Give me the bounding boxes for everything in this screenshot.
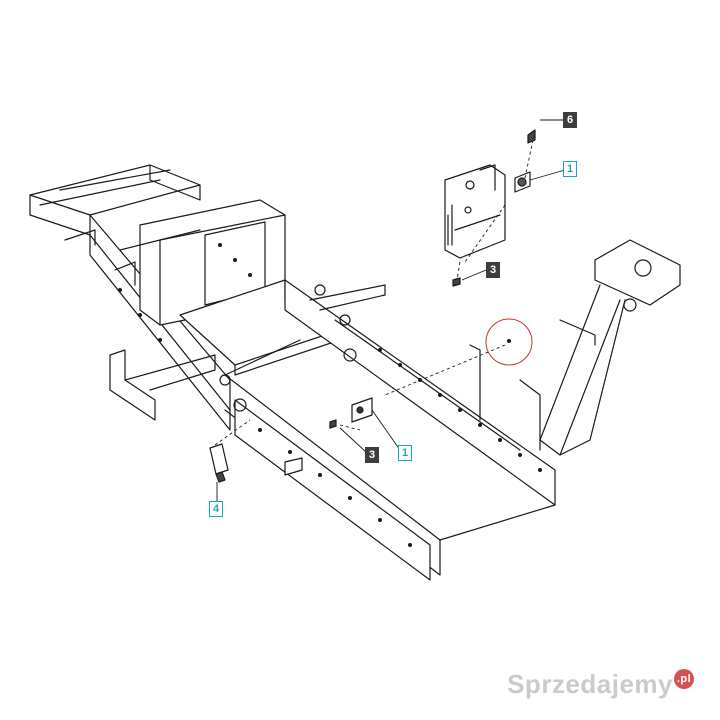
callout-1-bottom: 1 xyxy=(398,445,412,461)
clip-part xyxy=(527,129,536,144)
lower-rail xyxy=(234,399,431,581)
highlighted-hole xyxy=(507,339,511,343)
threaded-part xyxy=(284,457,303,476)
cross-tube xyxy=(309,284,386,311)
watermark-text: Sprzedajemy xyxy=(507,669,673,699)
callout-3-bottom: 3 xyxy=(365,447,379,463)
right-frame-rail xyxy=(224,279,556,576)
frame-holes xyxy=(118,243,542,547)
washer-part-top xyxy=(452,277,461,287)
left-mounting-bracket xyxy=(109,349,216,421)
callout-1-top: 1 xyxy=(563,161,577,177)
switch-part-bottom xyxy=(351,397,373,423)
leader-lines xyxy=(214,139,534,446)
pedal-bracket xyxy=(469,239,681,456)
watermark-suffix: .pl xyxy=(674,669,694,689)
watermark: Sprzedajemy.pl xyxy=(507,669,694,700)
pedal-assembly xyxy=(444,164,506,259)
callout-3-top: 3 xyxy=(486,262,500,278)
callout-4: 4 xyxy=(209,501,223,517)
switch-part-top xyxy=(514,171,531,193)
callout-6: 6 xyxy=(563,112,577,128)
highlight-circle xyxy=(485,318,533,366)
pin-part xyxy=(209,443,229,483)
washer-part-bottom xyxy=(329,419,337,429)
callout-ticks xyxy=(216,119,566,503)
